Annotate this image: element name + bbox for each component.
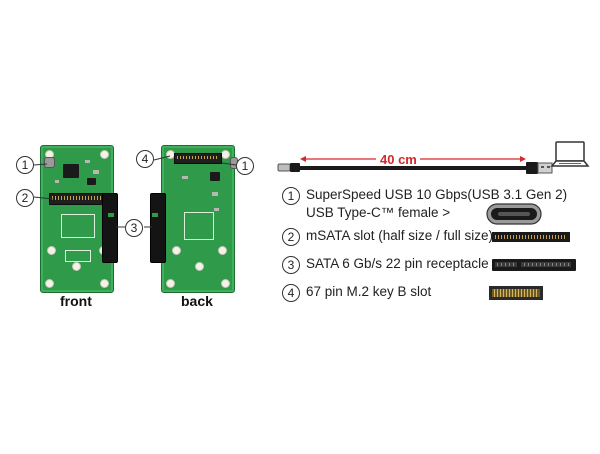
usb-type-c-port-icon: [44, 157, 55, 168]
callout-3: 3: [125, 219, 143, 237]
callout-2: 2: [16, 189, 34, 207]
callout-4: 4: [136, 150, 154, 168]
m2-slot-pins: [177, 156, 217, 159]
back-label: back: [181, 293, 213, 309]
mounting-hole: [100, 150, 109, 159]
mounting-hole: [72, 262, 81, 271]
legend-num-1: 1: [282, 187, 300, 205]
silkscreen-outline: [65, 250, 91, 262]
cable-length-label: 40 cm: [380, 152, 417, 167]
front-label: front: [60, 293, 92, 309]
msata-slot-pins: [52, 196, 102, 200]
usb-type-c-plug-icon: [277, 163, 300, 172]
component: [212, 192, 218, 196]
sata-receptacle-icon: [492, 259, 576, 271]
legend-text-1a: SuperSpeed USB 10 Gbps(USB 3.1 Gen 2): [306, 187, 568, 202]
mounting-hole: [166, 279, 175, 288]
legend-text-4: 67 pin M.2 key B slot: [306, 284, 432, 299]
component: [85, 160, 90, 163]
mounting-hole: [172, 246, 181, 255]
mounting-hole: [221, 279, 230, 288]
laptop-icon: [550, 141, 590, 167]
sata-key-gap: [108, 213, 114, 217]
component: [182, 176, 188, 179]
legend-text-2: mSATA slot (half size / full size): [306, 228, 494, 243]
legend-num-4: 4: [282, 284, 300, 302]
legend-text-3: SATA 6 Gb/s 22 pin receptacle: [306, 256, 489, 271]
usb-type-c-port-icon: [486, 203, 542, 225]
silkscreen-outline: [184, 212, 214, 240]
component: [93, 170, 99, 174]
legend-text-1b: USB Type-C™ female >: [306, 205, 451, 220]
component: [55, 180, 59, 183]
back-board: [161, 145, 235, 293]
component: [210, 172, 220, 181]
sata-connector: [150, 193, 166, 263]
sata-connector: [102, 193, 118, 263]
msata-slot-icon: [492, 232, 570, 242]
mounting-hole: [47, 246, 56, 255]
component: [214, 208, 219, 211]
m2-slot-icon: [489, 286, 543, 300]
mounting-hole: [195, 262, 204, 271]
sata-key-gap: [152, 213, 158, 217]
callout-1-front: 1: [16, 156, 34, 174]
legend-num-2: 2: [282, 228, 300, 246]
mounting-hole: [100, 279, 109, 288]
silkscreen-outline: [61, 214, 95, 238]
legend-num-3: 3: [282, 256, 300, 274]
mounting-hole: [45, 279, 54, 288]
callout-1-back: 1: [236, 157, 254, 175]
mounting-hole: [218, 246, 227, 255]
component: [87, 178, 96, 185]
usb-a-plug-icon: [526, 162, 553, 174]
controller-chip: [63, 164, 79, 178]
